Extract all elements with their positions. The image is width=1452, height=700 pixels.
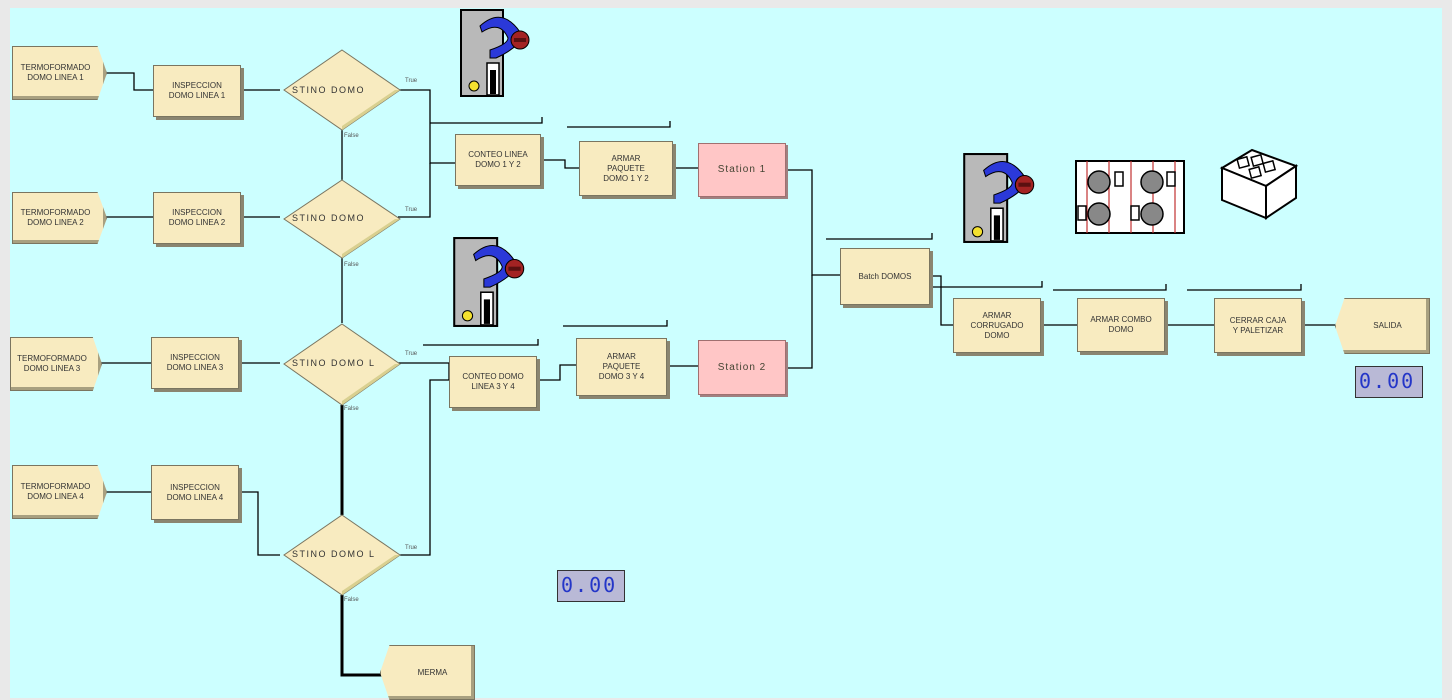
queue-bar <box>567 121 670 127</box>
station-2[interactable]: Station 2 <box>698 340 786 395</box>
conteo-module-1-2[interactable]: CONTEO LINEA DOMO 1 Y 2 <box>455 134 541 186</box>
connector <box>342 595 384 675</box>
inspection-module-linea-2[interactable]: INSPECCION DOMO LINEA 2 <box>153 192 241 244</box>
box-icon <box>1218 146 1300 220</box>
decide-label[interactable]: STINO DOMO <box>292 85 365 95</box>
robot-arm-icon <box>452 236 528 328</box>
connector <box>239 492 280 555</box>
queue-bar <box>826 233 932 239</box>
inspection-module-linea-3[interactable]: INSPECCION DOMO LINEA 3 <box>151 337 239 389</box>
connector <box>541 160 579 168</box>
false-label: False <box>344 262 359 268</box>
true-label: True <box>405 207 417 213</box>
pallet-rack-icon <box>1075 160 1185 234</box>
connector <box>106 73 153 90</box>
queue-bar <box>929 281 1042 287</box>
decide-label[interactable]: STINO DOMO L <box>292 358 376 368</box>
create-module-linea-1[interactable]: TERMOFORMADO DOMO LINEA 1 <box>12 46 107 100</box>
connector <box>400 380 449 555</box>
create-module-linea-4[interactable]: TERMOFORMADO DOMO LINEA 4 <box>12 465 107 519</box>
create-module-linea-2[interactable]: TERMOFORMADO DOMO LINEA 2 <box>12 192 107 244</box>
conteo-module-3-4[interactable]: CONTEO DOMO LINEA 3 Y 4 <box>449 356 537 408</box>
connector <box>398 363 449 380</box>
inspection-module-linea-4[interactable]: INSPECCION DOMO LINEA 4 <box>151 465 239 520</box>
armar-paquete-1-2[interactable]: ARMAR PAQUETE DOMO 1 Y 2 <box>579 141 673 196</box>
counter-display-salida: 0.00 <box>1355 366 1423 398</box>
queue-bar <box>430 117 542 123</box>
true-label: True <box>405 78 417 84</box>
station-1[interactable]: Station 1 <box>698 143 786 197</box>
inspection-module-linea-1[interactable]: INSPECCION DOMO LINEA 1 <box>153 65 241 117</box>
dispose-salida[interactable]: SALIDA <box>1335 298 1430 354</box>
counter-display-merma: 0.00 <box>557 570 625 602</box>
robot-arm-icon <box>460 8 532 98</box>
true-label: True <box>405 351 417 357</box>
queue-bar <box>423 339 538 345</box>
robot-arm-icon <box>962 152 1038 244</box>
false-label: False <box>344 597 359 603</box>
connector <box>786 275 812 368</box>
dispose-merma[interactable]: MERMA <box>380 645 475 700</box>
create-module-linea-3[interactable]: TERMOFORMADO DOMO LINEA 3 <box>10 337 102 391</box>
batch-module[interactable]: Batch DOMOS <box>840 248 930 305</box>
armar-corrugado-module[interactable]: ARMAR CORRUGADO DOMO <box>953 298 1041 353</box>
armar-paquete-3-4[interactable]: ARMAR PAQUETE DOMO 3 Y 4 <box>576 338 667 396</box>
decide-label[interactable]: STINO DOMO L <box>292 549 376 559</box>
connector <box>398 90 455 163</box>
false-label: False <box>344 133 359 139</box>
queue-bar <box>563 320 667 326</box>
false-label: False <box>344 406 359 412</box>
connector <box>930 276 953 325</box>
true-label: True <box>405 545 417 551</box>
queue-bar <box>1053 284 1166 290</box>
decide-label[interactable]: STINO DOMO <box>292 213 365 223</box>
armar-combo-module[interactable]: ARMAR COMBO DOMO <box>1077 298 1165 352</box>
cerrar-caja-module[interactable]: CERRAR CAJA Y PALETIZAR <box>1214 298 1302 353</box>
connector <box>537 365 576 380</box>
connector <box>786 170 840 275</box>
queue-bar <box>1187 284 1301 290</box>
